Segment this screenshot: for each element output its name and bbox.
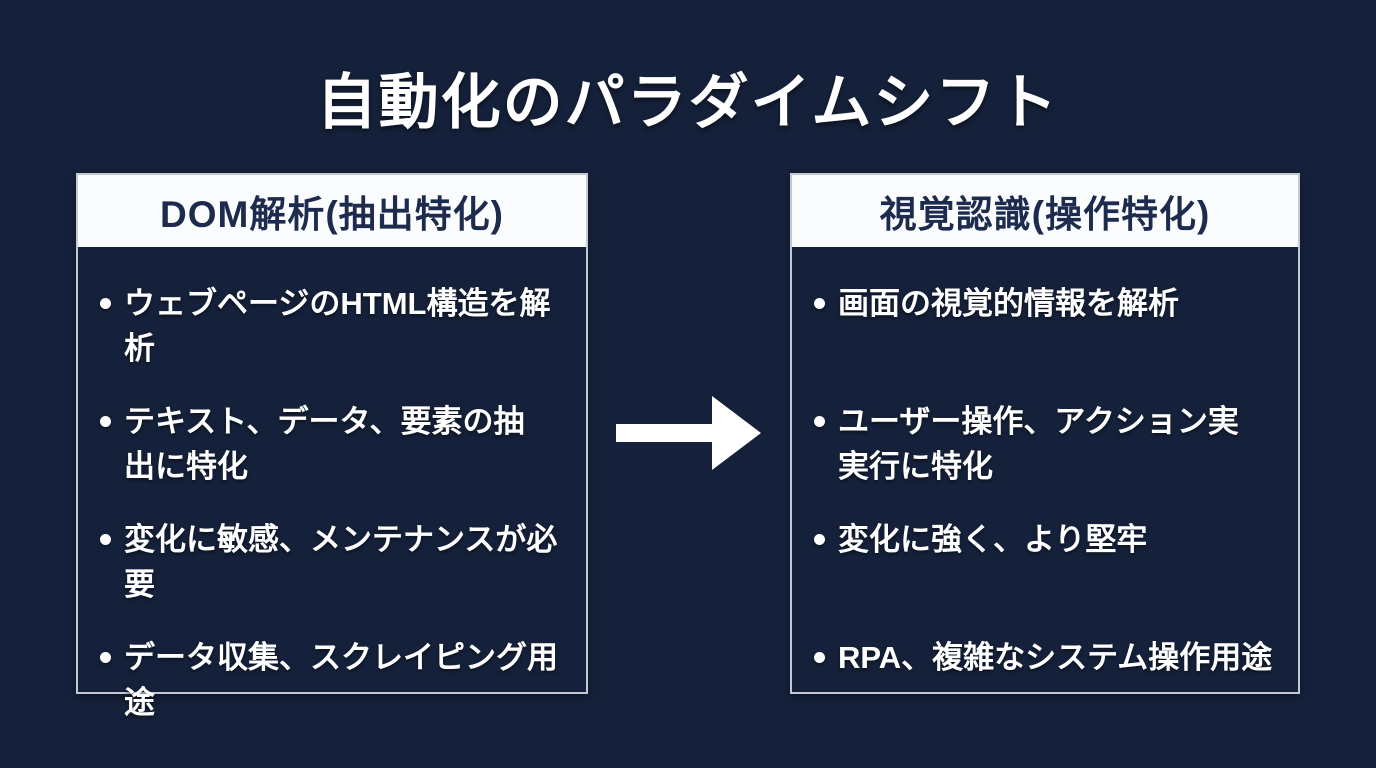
list-item: 変化に敏感、メンテナンスが必 要 (100, 517, 576, 635)
visual-recognition-bullet-list: 画面の視覚的情報を解析 ユーザー操作、アクション実 実行に特化 変化に強く、より… (814, 281, 1288, 753)
visual-recognition-panel-body: 画面の視覚的情報を解析 ユーザー操作、アクション実 実行に特化 変化に強く、より… (792, 247, 1298, 753)
bullet-icon (814, 652, 825, 663)
bullet-icon (100, 416, 111, 427)
bullet-text: 変化に敏感、メンテナンスが必 要 (124, 522, 558, 602)
visual-recognition-panel-header: 視覚認識(操作特化) (792, 175, 1298, 247)
slide-title: 自動化のパラダイムシフト (316, 69, 1060, 136)
bullet-icon (100, 652, 111, 663)
list-item: RPA、複雑なシステム操作用途 (814, 635, 1288, 753)
list-item: ウェブページのHTML構造を解 析 (100, 281, 576, 399)
bullet-text: ユーザー操作、アクション実 実行に特化 (838, 404, 1239, 484)
dom-parsing-panel-body: ウェブページのHTML構造を解 析 テキスト、データ、要素の抽 出に特化 変化に… (78, 247, 586, 753)
dom-parsing-bullet-list: ウェブページのHTML構造を解 析 テキスト、データ、要素の抽 出に特化 変化に… (100, 281, 576, 753)
bullet-icon (814, 534, 825, 545)
bullet-icon (100, 298, 111, 309)
list-item: 変化に強く、より堅牢 (814, 517, 1288, 635)
bullet-text: 変化に強く、より堅牢 (838, 522, 1148, 557)
list-item: テキスト、データ、要素の抽 出に特化 (100, 399, 576, 517)
bullet-text: RPA、複雑なシステム操作用途 (838, 640, 1273, 675)
list-item: 画面の視覚的情報を解析 (814, 281, 1288, 399)
list-item: ユーザー操作、アクション実 実行に特化 (814, 399, 1288, 517)
bullet-icon (100, 534, 111, 545)
bullet-icon (814, 298, 825, 309)
bullet-text: データ収集、スクレイピング用 途 (124, 640, 558, 720)
bullet-text: 画面の視覚的情報を解析 (838, 286, 1179, 321)
list-item: データ収集、スクレイピング用 途 (100, 635, 576, 753)
bullet-text: ウェブページのHTML構造を解 析 (124, 286, 551, 366)
visual-recognition-panel: 視覚認識(操作特化) 画面の視覚的情報を解析 ユーザー操作、アクション実 実行に… (790, 173, 1300, 694)
bullet-text: テキスト、データ、要素の抽 出に特化 (124, 404, 525, 484)
bullet-icon (814, 416, 825, 427)
right-arrow-icon (616, 395, 762, 471)
dom-parsing-panel-header: DOM解析(抽出特化) (78, 175, 586, 247)
dom-parsing-panel: DOM解析(抽出特化) ウェブページのHTML構造を解 析 テキスト、データ、要… (76, 173, 588, 720)
